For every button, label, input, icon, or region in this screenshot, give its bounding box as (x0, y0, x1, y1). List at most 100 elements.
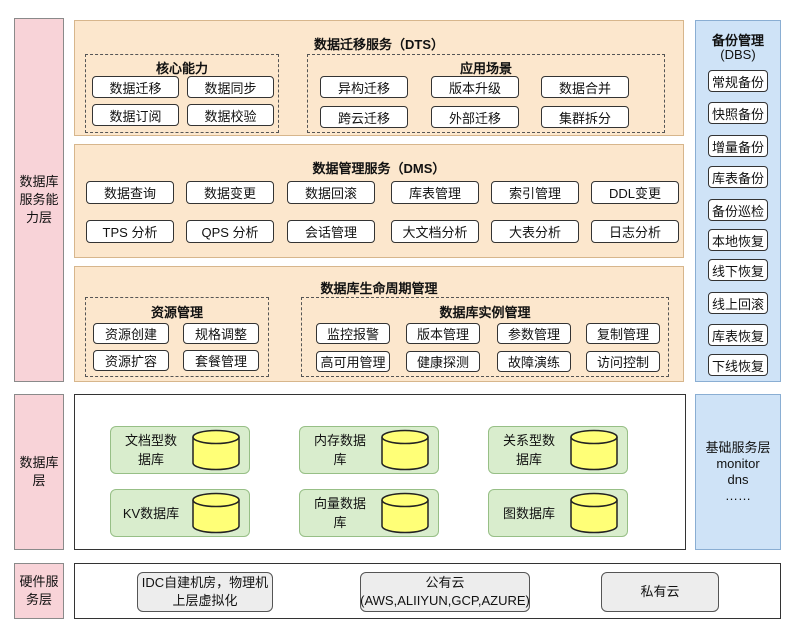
database-cylinder-icon (381, 492, 429, 534)
database-label-line: 文档型数 (124, 433, 177, 448)
instance-item: 故障演练 (497, 351, 571, 372)
base-services-line: …… (724, 488, 751, 503)
resource-item: 资源扩容 (93, 350, 169, 371)
hardware-layer-label-line: 硬件服 (19, 574, 59, 589)
dts-panel: 数据迁移服务（DTS） 核心能力 数据迁移 数据同步 数据订阅 数据校验 应用场… (74, 20, 684, 136)
dbs-subtitle: (DBS) (720, 47, 756, 62)
dbs-item: 备份巡检 (708, 199, 768, 221)
dts-core-title: 核心能力 (155, 61, 208, 76)
instance-item: 健康探测 (406, 351, 480, 372)
dts-scene-item: 版本升级 (431, 76, 519, 98)
dms-panel: 数据管理服务（DMS） 数据查询 数据变更 数据回滚 库表管理 索引管理 DDL… (74, 144, 684, 258)
database-label-line: 向量数据 (313, 496, 366, 511)
dms-item: 数据查询 (86, 181, 174, 204)
dts-scenes-title: 应用场景 (459, 61, 512, 76)
database-cylinder-icon (192, 429, 240, 471)
dms-item: 索引管理 (491, 181, 579, 204)
hardware-label-line: 私有云 (640, 584, 680, 599)
dbs-item: 增量备份 (708, 135, 768, 157)
instance-item: 版本管理 (406, 323, 480, 344)
database-layer-label-line: 数据库 (19, 455, 59, 470)
dts-core-group: 核心能力 数据迁移 数据同步 数据订阅 数据校验 (85, 54, 279, 133)
database-cylinder-icon (570, 429, 618, 471)
dms-title: 数据管理服务（DMS） (312, 161, 446, 176)
dms-item: 日志分析 (591, 220, 679, 243)
instance-item: 参数管理 (497, 323, 571, 344)
database-label-line: 关系型数 (502, 433, 555, 448)
instance-item: 监控报警 (316, 323, 390, 344)
database-label-line: 据库 (515, 452, 542, 467)
database-layer-label: 数据库 层 (14, 394, 64, 550)
dts-title: 数据迁移服务（DTS） (313, 37, 444, 52)
dts-scene-item: 集群拆分 (541, 106, 629, 128)
dbs-item: 下线恢复 (708, 354, 768, 376)
hardware-label-line: 上层虚拟化 (172, 593, 238, 608)
dms-item: DDL变更 (591, 181, 679, 204)
dms-item: 数据回滚 (287, 181, 375, 204)
idc-datacenter-box: IDC自建机房，物理机 上层虚拟化 (137, 572, 273, 612)
dbs-item: 线上回滚 (708, 292, 768, 314)
public-cloud-box: 公有云 (AWS,ALIIYUN,GCP,AZURE) (360, 572, 530, 612)
database-label-line: 库 (333, 452, 347, 467)
document-database-box: 文档型数 据库 (110, 426, 250, 474)
dts-core-item: 数据迁移 (92, 76, 179, 98)
dts-scene-item: 数据合并 (541, 76, 629, 98)
database-label-line: 据库 (137, 452, 164, 467)
lifecycle-title: 数据库生命周期管理 (320, 281, 438, 296)
database-cylinder-icon (381, 429, 429, 471)
relational-database-box: 关系型数 据库 (488, 426, 628, 474)
dts-core-item: 数据同步 (187, 76, 274, 98)
dms-item: 大表分析 (491, 220, 579, 243)
dbs-item: 快照备份 (708, 102, 768, 124)
instance-item: 访问控制 (586, 351, 660, 372)
dms-item: 数据变更 (186, 181, 274, 204)
dms-item: 大文档分析 (391, 220, 479, 243)
kv-database-box: KV数据库 (110, 489, 250, 537)
dbs-item: 本地恢复 (708, 229, 768, 251)
base-services-line: monitor (716, 456, 760, 471)
resource-group: 资源管理 资源创建 规格调整 资源扩容 套餐管理 (85, 297, 269, 377)
database-cylinder-icon (192, 492, 240, 534)
base-services-panel: 基础服务层 monitor dns …… (695, 394, 781, 550)
instance-group-title: 数据库实例管理 (439, 305, 531, 320)
hardware-layer-label: 硬件服 务层 (14, 563, 64, 619)
database-label-line: 库 (333, 515, 347, 530)
dts-scenes-group: 应用场景 异构迁移 版本升级 数据合并 跨云迁移 外部迁移 集群拆分 (307, 54, 665, 133)
dts-scene-item: 外部迁移 (431, 106, 519, 128)
dbs-panel: 备份管理 (DBS) 常规备份 快照备份 增量备份 库表备份 备份巡检 本地恢复… (695, 20, 781, 382)
dbs-item: 常规备份 (708, 70, 768, 92)
lifecycle-panel: 数据库生命周期管理 资源管理 资源创建 规格调整 资源扩容 套餐管理 数据库实例… (74, 266, 684, 382)
hardware-label-line: IDC自建机房，物理机 (141, 575, 269, 590)
instance-item: 复制管理 (586, 323, 660, 344)
resource-item: 资源创建 (93, 323, 169, 344)
memory-database-box: 内存数据 库 (299, 426, 439, 474)
capability-layer-label: 数据库 服务能 力层 (14, 18, 64, 382)
dts-scene-item: 异构迁移 (320, 76, 408, 98)
capability-layer-label-line: 服务能 (19, 192, 59, 207)
database-label-line: KV数据库 (122, 505, 180, 521)
instance-item: 高可用管理 (316, 351, 390, 372)
base-services-line: dns (727, 472, 749, 487)
vector-database-box: 向量数据 库 (299, 489, 439, 537)
resource-item: 套餐管理 (183, 350, 259, 371)
capability-layer-label-line: 力层 (25, 210, 52, 225)
base-services-line: 基础服务层 (705, 440, 771, 455)
database-label-line: 内存数据 (313, 433, 366, 448)
resource-group-title: 资源管理 (150, 305, 203, 320)
hardware-label-line: (AWS,ALIIYUN,GCP,AZURE) (360, 593, 530, 608)
dts-core-item: 数据校验 (187, 104, 274, 126)
dbs-item: 库表恢复 (708, 324, 768, 346)
resource-item: 规格调整 (183, 323, 259, 344)
dts-core-item: 数据订阅 (92, 104, 179, 126)
dms-item: TPS 分析 (86, 220, 174, 243)
graph-database-box: 图数据库 (488, 489, 628, 537)
private-cloud-box: 私有云 (601, 572, 719, 612)
dms-item: QPS 分析 (186, 220, 274, 243)
database-layer-label-line: 层 (32, 473, 46, 488)
dbs-item: 线下恢复 (708, 259, 768, 281)
dms-item: 会话管理 (287, 220, 375, 243)
dbs-title: 备份管理 (711, 33, 764, 48)
dbs-item: 库表备份 (708, 166, 768, 188)
capability-layer-label-line: 数据库 (19, 174, 59, 189)
dts-scene-item: 跨云迁移 (320, 106, 408, 128)
